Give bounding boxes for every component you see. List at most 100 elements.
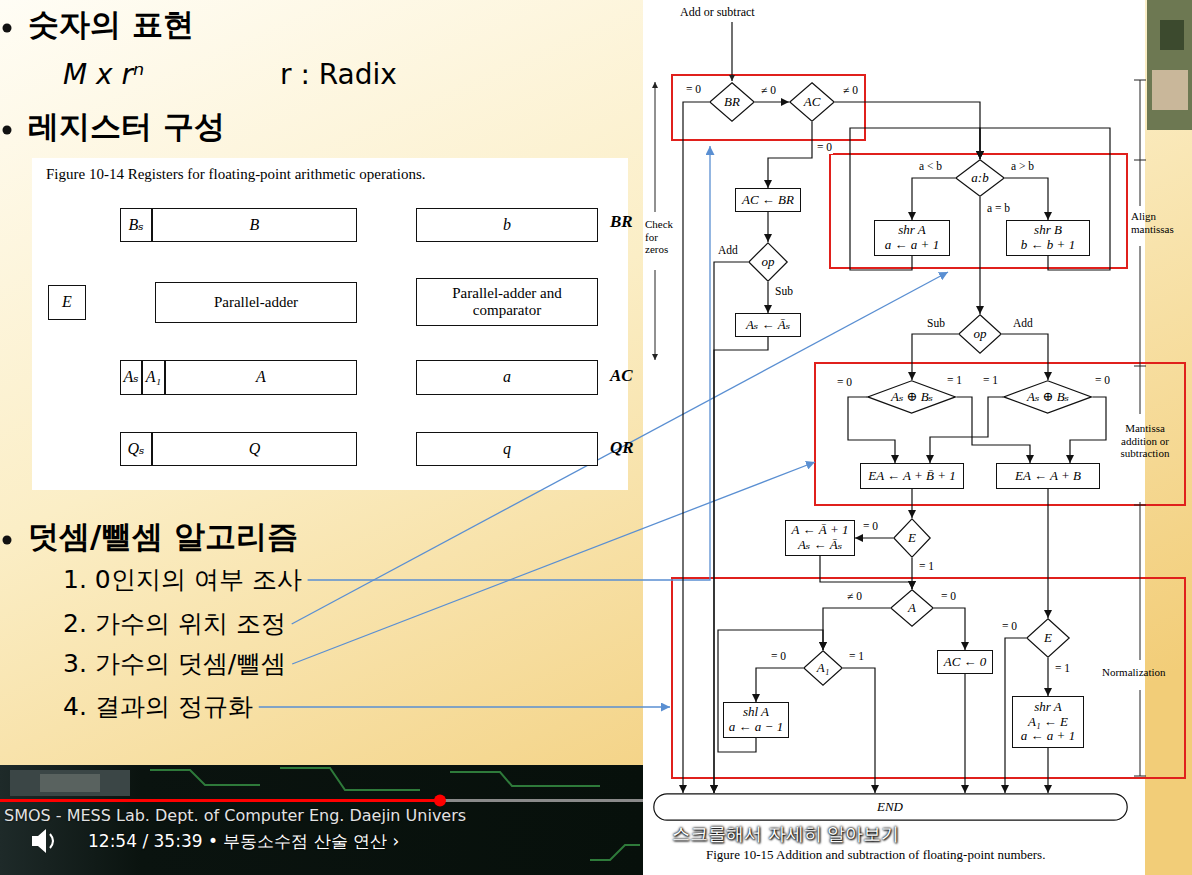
- formula-note: r : Radix: [280, 58, 397, 92]
- step-item: 3. 가수의 덧셈/뺄셈: [63, 649, 286, 679]
- node-text-line: a ← a − 1: [729, 720, 783, 735]
- node-text-line: shl A: [729, 705, 783, 720]
- diamond-shape: [790, 83, 834, 121]
- node-text-line: Aₛ ⊕ Bₛ: [1027, 390, 1069, 405]
- decision-diamond: E: [1026, 618, 1070, 658]
- node-text: Aₛ: [123, 368, 138, 386]
- process-box: AC ← 0: [937, 650, 993, 674]
- node-text-line: shr A: [885, 223, 939, 238]
- node-text: A: [908, 601, 916, 616]
- node-text-line: b ← b + 1: [1021, 238, 1075, 253]
- section-side-label: Normalization: [1102, 666, 1166, 679]
- branch-label: = 0: [836, 376, 853, 389]
- node-text-line: A₁: [817, 661, 829, 676]
- node-text-line: E: [1044, 631, 1052, 646]
- node-text-line: E: [62, 293, 72, 311]
- section-side-label: Check for zeros: [645, 218, 681, 256]
- node-text-line: a: [503, 368, 511, 386]
- flow-arrow: [843, 668, 875, 793]
- node-text: E: [1044, 631, 1052, 646]
- webcam-thumbnail: [1147, 0, 1192, 130]
- process-box: shr Bb ← b + 1: [1006, 220, 1090, 256]
- flow-arrow: [820, 556, 912, 589]
- branch-label: = 0: [940, 590, 957, 603]
- flow-arrow: [1047, 489, 1048, 618]
- node-text: A: [256, 368, 266, 386]
- flow-arrow: [912, 178, 955, 220]
- node-text-line: Q: [249, 440, 261, 458]
- circuit-trace: [590, 845, 640, 860]
- terminal-box: END: [653, 793, 1128, 821]
- step-item: 1. 0인지의 여부 조사: [63, 565, 302, 595]
- diamond-shape: [804, 651, 842, 685]
- node-text: Qₛ: [128, 440, 145, 458]
- node-text-line: A₁ ← E: [1021, 715, 1075, 730]
- progress-played: [0, 799, 440, 802]
- node-text: A₁: [146, 368, 161, 386]
- node-text: a:b: [971, 171, 988, 186]
- decision-diamond: a:b: [955, 159, 1005, 197]
- node-text-line: AC: [804, 95, 821, 110]
- branch-label: = 1: [946, 374, 963, 387]
- flowchart-panel: [643, 0, 1145, 875]
- flow-arrow: [930, 397, 1003, 463]
- register-name: QR: [610, 438, 634, 458]
- node-text-line: shr A: [1021, 700, 1075, 715]
- node-text: Aₛ ⊕ Bₛ: [1027, 390, 1069, 405]
- start-label: Add or subtract: [680, 5, 755, 19]
- node-text: Bₛ: [128, 216, 143, 234]
- diamond-shape: [959, 315, 1001, 353]
- bullet: [3, 126, 12, 135]
- node-text-line: Aₛ ⊕ Bₛ: [891, 390, 933, 405]
- node-text-line: Aₛ ← Āₛ: [792, 538, 849, 553]
- bullet: [3, 536, 12, 545]
- node-text-line: Qₛ: [128, 440, 145, 458]
- flow-arrow: [767, 282, 768, 313]
- node-text: AC ← 0: [944, 655, 987, 670]
- branch-label: = 1: [848, 650, 865, 663]
- node-text: Parallel-adder and comparator: [449, 285, 565, 320]
- decision-diamond: AC: [789, 82, 835, 122]
- process-box: shr AA₁ ← Ea ← a + 1: [1012, 696, 1084, 748]
- branch-label: a > b: [1010, 160, 1035, 173]
- flow-arrow: [979, 197, 980, 314]
- adder-box: Parallel-adder and comparator: [416, 278, 598, 326]
- section-bracket: [655, 270, 656, 360]
- branch-label: = 1: [982, 374, 999, 387]
- section-heading: 레지스터 구성: [28, 108, 225, 145]
- flow-arrow: [1005, 178, 1048, 220]
- register-field: a: [416, 360, 598, 395]
- branch-label: = 0: [862, 520, 879, 533]
- flow-arrow: [850, 128, 980, 270]
- flow-arrow: [1047, 658, 1048, 696]
- node-text: EA ← A + B: [1015, 469, 1081, 484]
- flow-arrow: [980, 128, 1110, 270]
- node-text-line: Bₛ: [128, 216, 143, 234]
- decision-diamond: E: [893, 518, 931, 558]
- bracket-tick: [1134, 505, 1146, 506]
- node-text: B: [250, 216, 260, 234]
- branch-label: Sub: [774, 285, 794, 298]
- flow-arrow: [683, 102, 709, 793]
- highlight-box: [815, 363, 1185, 505]
- flow-arrow: [756, 668, 803, 702]
- register-field: B: [152, 208, 357, 242]
- leader-line: [292, 462, 815, 664]
- node-text: Aₛ ⊕ Bₛ: [891, 390, 933, 405]
- node-text-line: Aₛ ← Āₛ: [746, 318, 790, 333]
- process-box: shl Aa ← a − 1: [723, 702, 789, 738]
- branch-label: Add: [1012, 317, 1034, 330]
- bracket-tick: [1134, 776, 1146, 777]
- terminal-shape: [653, 794, 1126, 820]
- branch-label: a < b: [918, 160, 943, 173]
- register-name: AC: [610, 366, 633, 386]
- node-text-line: EA ← A + B: [1015, 469, 1081, 484]
- entry-arrow: [731, 22, 732, 81]
- channel-watermark: SMOS - MESS Lab. Dept. of Computer Eng. …: [4, 806, 466, 825]
- node-text-line: shr B: [1021, 223, 1075, 238]
- decision-diamond: op: [958, 314, 1002, 354]
- figure-caption: Figure 10-14 Registers for floating-poin…: [46, 165, 426, 183]
- decision-diamond: BR: [709, 82, 755, 122]
- branch-label: ≠ 0: [842, 84, 859, 97]
